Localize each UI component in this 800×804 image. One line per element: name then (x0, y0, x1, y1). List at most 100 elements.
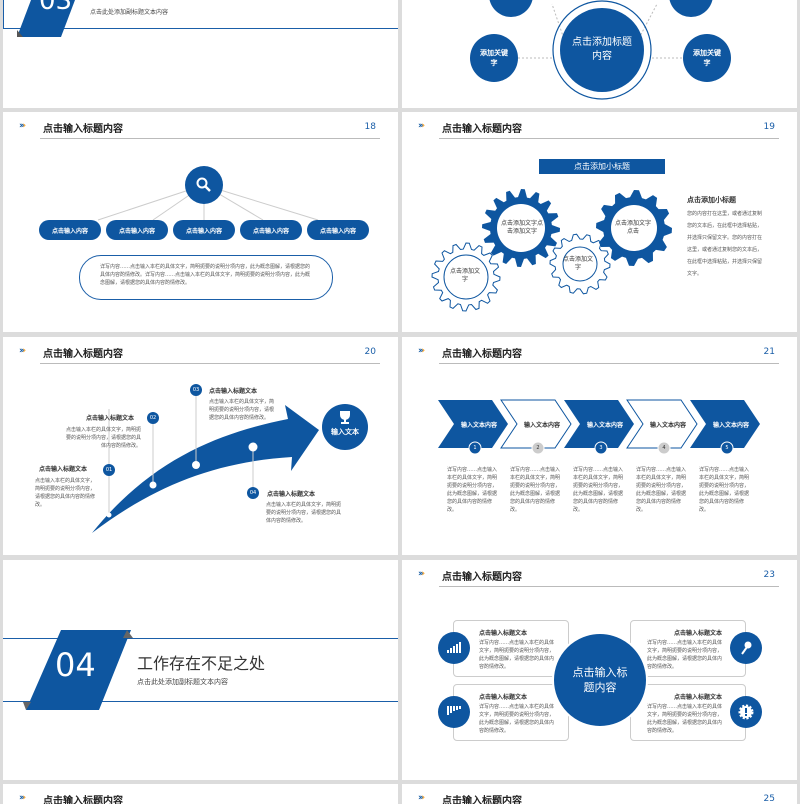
step-number: 5 (725, 445, 729, 451)
step-number: 3 (599, 445, 603, 451)
step-body-01: 点击输入本栏的具体文字，简明扼要的说明分项内容，请根据您的具体内容酌情修改。 (35, 478, 96, 508)
card-title: 点击输入标题文本 (479, 630, 528, 637)
step-title-02: 点击输入标题文本 (86, 415, 135, 422)
process-chevron (626, 399, 698, 449)
slide-thumb-04[interactable]: 04 工作存在不足之处 点击此处添加副标题文本内容 (3, 560, 398, 780)
slide-thumb-keywords[interactable]: 点击添加标题内容 添加关键字 添加关键字 (402, 0, 797, 108)
page-number: 23 (763, 570, 775, 580)
gear-label-2: 点击添加文字 (449, 268, 480, 283)
growth-arrow (92, 405, 319, 533)
step-body: 详写内容……点击输入本栏的具体文字，简明扼要的说明分项内容，此为概念图解，请根据… (510, 467, 561, 513)
step-number: 4 (662, 445, 666, 451)
step-number-circle (594, 441, 608, 455)
pill-3[interactable]: 点击输入内容 (173, 220, 235, 240)
slide-thumb-23[interactable]: ››› 点击输入标题内容 23 点击输入标题内容 点击输入标题文本 详写内容……… (402, 560, 797, 780)
step-body-04: 点击输入本栏的具体文字，简明扼要的说明分项内容，请根据您的具体内容酌情修改。 (266, 502, 342, 524)
step-number: 2 (536, 445, 540, 451)
gear-icon (738, 704, 754, 720)
card-title: 点击输入标题文本 (673, 630, 722, 637)
slide-title: 点击输入标题内容 (43, 124, 123, 135)
step-title-03: 点击输入标题文本 (209, 388, 258, 395)
key-icon (741, 641, 752, 655)
slide-title: 点击输入标题内容 (442, 349, 522, 360)
slide-title: 点击输入标题内容 (442, 124, 522, 135)
card-title: 点击输入标题文本 (479, 694, 528, 701)
center-topic: 点击输入标题内容 (572, 666, 628, 694)
slide-thumb-03[interactable]: 03 点击此处添加副标题文本内容 (3, 0, 398, 108)
page-number: 19 (763, 122, 775, 132)
slide-thumb-19[interactable]: ››› 点击输入标题内容 19 点击添加小标题 点击添加文字点击添加文字 点击添… (402, 112, 797, 332)
process-chevron (690, 400, 760, 448)
divider-line (3, 28, 398, 29)
step-number-circle (531, 441, 545, 455)
step-body: 详写内容……点击输入本栏的具体文字，简明扼要的说明分项内容，此为概念图解，请根据… (447, 467, 498, 513)
gear-label-1: 点击添加文字点击添加文字 (500, 220, 543, 235)
body-text-box: 详写内容……点击输入本栏的具体文字，简明扼要的说明分项内容，此为概念图解，请根据… (79, 255, 333, 300)
gear-label-4: 点击添加文字点击 (615, 220, 652, 235)
slide-title: 点击输入标题内容 (43, 349, 123, 360)
side-body: 您的内容打在这里，或者通过复制您的文本后，在此框中选择粘贴，并选择只保留文字。您… (687, 211, 763, 277)
chart-down-icon (447, 706, 461, 715)
step-body: 详写内容……点击输入本栏的具体文字，简明扼要的说明分项内容，此为概念图解，请根据… (573, 467, 624, 513)
step-body-03: 点击输入本栏的具体文字，简明扼要的说明分项内容，请根据您的具体内容酌情修改。 (209, 399, 275, 421)
section-number: 04 (55, 646, 96, 684)
card-body: 详写内容……点击输入本栏的具体文字，简明扼要的说明分项内容，此为概念图解，请根据… (647, 640, 723, 670)
card-body: 详写内容……点击输入本栏的具体文字，简明扼要的说明分项内容，此为概念图解，请根据… (479, 640, 555, 670)
step-title-04: 点击输入标题文本 (267, 491, 316, 498)
slide-thumb-18[interactable]: ››› 点击输入标题内容 18 点击输入内容 点击输入内容 点击输入内容 点击输… (3, 112, 398, 332)
pill-1[interactable]: 点击输入内容 (39, 220, 101, 240)
step-body: 详写内容……点击输入本栏的具体文字，简明扼要的说明分项内容，此为概念图解，请根据… (699, 467, 750, 513)
chevron-label: 输入文本内容 (586, 421, 623, 429)
goal-label: 输入文本 (331, 428, 359, 436)
slide-thumb-20[interactable]: ››› 点击输入标题内容 20 01 02 03 04 点击输入标题文本 点击输… (3, 337, 398, 555)
chevrons-icon: ››› (418, 793, 425, 803)
pill-5[interactable]: 点击输入内容 (307, 220, 369, 240)
chevrons-icon: ››› (19, 793, 26, 803)
slide-thumb-bottom-right[interactable]: ››› 点击输入标题内容 25 (402, 784, 797, 804)
pill-4[interactable]: 点击输入内容 (240, 220, 302, 240)
slide-thumb-bottom-left[interactable]: ››› 点击输入标题内容 (3, 784, 398, 804)
step-number: 1 (473, 445, 477, 451)
step-num-03: 03 (192, 387, 200, 393)
page-number: 18 (364, 122, 376, 132)
slide-title: 点击输入标题内容 (43, 796, 123, 804)
center-topic: 点击添加标题内容 (572, 37, 632, 62)
card-body: 详写内容……点击输入本栏的具体文字，简明扼要的说明分项内容，此为概念图解，请根据… (479, 704, 555, 734)
process-chevrons (438, 399, 760, 455)
chevron-label: 输入文本内容 (460, 421, 497, 429)
gear-label-3: 点击添加文字 (562, 256, 593, 271)
step-number-circle (657, 441, 671, 455)
step-body: 详写内容……点击输入本栏的具体文字，简明扼要的说明分项内容，此为概念图解，请根据… (636, 467, 687, 513)
section-subtitle: 点击此处添加副标题文本内容 (90, 9, 169, 16)
step-number-circle (720, 441, 734, 455)
page-number: 25 (763, 794, 775, 804)
process-chevron (438, 400, 508, 448)
step-number-circle (468, 441, 482, 455)
trophy-icon (340, 411, 350, 424)
section-title: 工作存在不足之处 (137, 654, 266, 673)
process-chevron (500, 399, 572, 449)
slide-title: 点击输入标题内容 (442, 572, 522, 583)
side-title: 点击添加小标题 (687, 196, 736, 204)
chevron-label: 输入文本内容 (649, 421, 686, 429)
step-body-02: 点击输入本栏的具体文字，简明扼要的说明分项内容，请根据您的具体内容酌情修改。 (65, 427, 141, 449)
keyword-left: 添加关键字 (480, 49, 508, 67)
keyword-right: 添加关键字 (693, 49, 721, 67)
step-title-01: 点击输入标题文本 (39, 466, 88, 473)
slide-title: 点击输入标题内容 (442, 796, 522, 804)
pill-2[interactable]: 点击输入内容 (106, 220, 168, 240)
step-num-04: 04 (249, 490, 257, 496)
card-title: 点击输入标题文本 (673, 694, 722, 701)
page-number: 20 (364, 347, 376, 357)
chart-up-icon (447, 642, 461, 653)
chevron-label: 输入文本内容 (523, 421, 560, 429)
step-num-02: 02 (149, 415, 157, 421)
section-number: 03 (39, 0, 73, 16)
subtitle-banner: 点击添加小标题 (539, 159, 665, 174)
page-number: 21 (763, 347, 775, 357)
gears-diagram (431, 189, 672, 312)
card-body: 详写内容……点击输入本栏的具体文字，简明扼要的说明分项内容，此为概念图解，请根据… (647, 704, 723, 734)
section-subtitle: 点击此处添加副标题文本内容 (137, 678, 228, 686)
search-icon (196, 177, 211, 192)
